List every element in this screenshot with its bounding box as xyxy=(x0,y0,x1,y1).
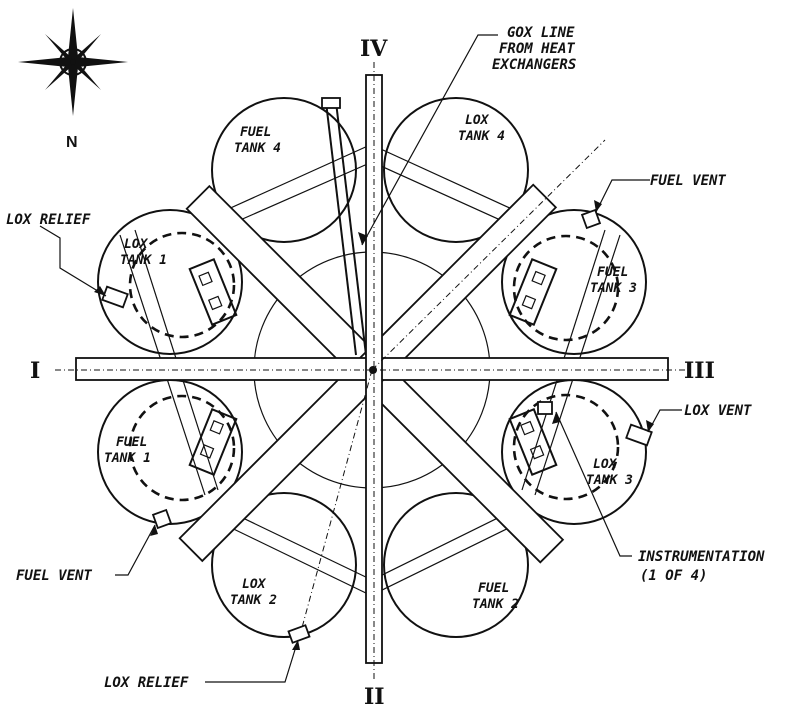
compass-icon xyxy=(18,8,128,116)
north-label: N xyxy=(66,134,78,151)
leader-arrows xyxy=(94,200,654,650)
center-point xyxy=(369,366,377,374)
dashed-inner-circles xyxy=(128,231,620,502)
lox-tank-4-line2: TANK 4 xyxy=(458,129,505,144)
fuel-vent-top-label: FUEL VENT xyxy=(650,173,726,189)
fuel-tank-1-line2: TANK 1 xyxy=(104,451,151,466)
axis-3-label: III xyxy=(684,358,715,384)
fuel-tank-2-line1: FUEL xyxy=(478,581,509,596)
axis-2-label: II xyxy=(364,684,385,710)
tank-labels: FUEL TANK 4 LOX TANK 4 LOX TANK 1 FUEL T… xyxy=(104,113,637,612)
lox-tank-3-line2: TANK 3 xyxy=(586,473,633,488)
lox-tank-1-line2: TANK 1 xyxy=(120,253,167,268)
lox-tank-2-line2: TANK 2 xyxy=(230,593,277,608)
instrumentation-label-1: INSTRUMENTATION xyxy=(638,549,765,565)
fuel-tank-1-line1: FUEL xyxy=(116,435,147,450)
lox-tank-3-line1: LOX xyxy=(593,457,618,472)
lox-tank-2-line1: LOX xyxy=(242,577,267,592)
fuel-tank-3-line1: FUEL xyxy=(597,265,628,280)
fuel-tank-3-circle xyxy=(501,209,647,355)
tank-equipment xyxy=(188,258,558,476)
instrumentation-label-2: (1 OF 4) xyxy=(640,568,707,584)
lox-tank-4-circle xyxy=(383,97,529,243)
fuel-tank-4-line2: TANK 4 xyxy=(234,141,281,156)
gox-line-pipe xyxy=(321,97,367,356)
axis-1-label: I xyxy=(30,358,40,384)
center-lines xyxy=(55,62,692,682)
gox-line-label-3: EXCHANGERS xyxy=(492,57,576,73)
lox-tank-1-circle xyxy=(97,209,243,355)
lox-tank-1-line1: LOX xyxy=(124,237,149,252)
lox-vent-label: LOX VENT xyxy=(684,403,752,419)
fuel-tank-4-line1: FUEL xyxy=(240,125,271,140)
fuel-tank-2-line2: TANK 2 xyxy=(472,597,519,612)
gox-line-label-1: GOX LINE xyxy=(507,25,575,41)
lox-relief-bottom-label: LOX RELIEF xyxy=(104,675,189,691)
lox-tank-4-line1: LOX xyxy=(465,113,490,128)
fuel-vent-bottom-label: FUEL VENT xyxy=(16,568,92,584)
fuel-tank-4-circle xyxy=(211,97,357,243)
gox-line-label-2: FROM HEAT xyxy=(499,41,575,57)
fittings xyxy=(101,208,653,644)
lox-tank-2-circle xyxy=(211,492,357,638)
axis-4-label: IV xyxy=(360,36,388,62)
fuel-tank-3-line2: TANK 3 xyxy=(590,281,637,296)
lox-relief-top-label: LOX RELIEF xyxy=(6,212,91,228)
fuel-tank-2-circle xyxy=(383,492,529,638)
